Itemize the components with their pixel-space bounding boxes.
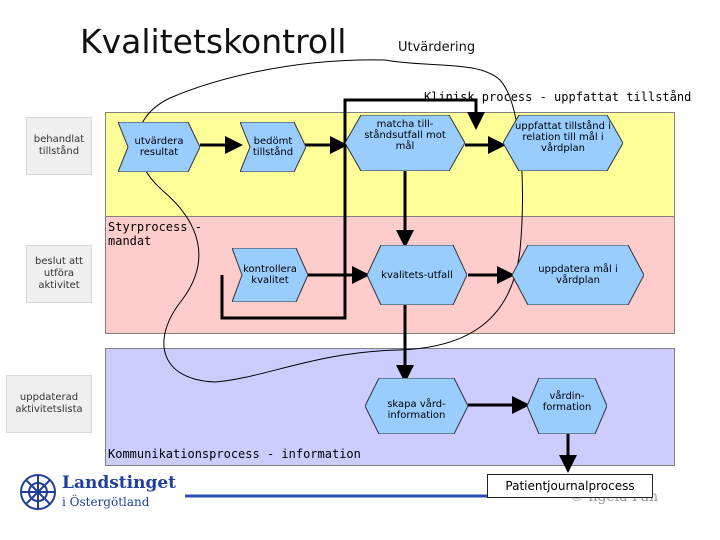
treated-state-box: behandlat tillstånd [26,117,92,175]
step-assessed-state: bedömt tillstånd [240,122,306,172]
patient-journal-box: Patientjournalprocess [487,474,653,498]
updated-list-box: uppdaterad aktivitetslista [6,375,92,433]
communication-process-label: Kommunikationsprocess - information [108,447,361,461]
step-create-info: skapa vård-information [365,378,468,434]
evaluation-label: Utvärdering [398,40,476,55]
step-check-quality: kontrollera kvalitet [232,248,308,302]
step-care-info: vårdin-formation [527,378,607,434]
step-perceived-state: uppfattat tillstånd i relation till mål … [503,115,623,171]
step-careinfo-label: vårdin-formation [542,391,592,413]
treated-state-label: behandlat tillstånd [33,134,85,157]
landstinget-logo-icon [18,472,58,512]
arrow-check-loop [220,98,485,320]
step-quality-outcome: kvalitets-utfall [367,245,467,305]
step-perceived-label: uppfattat tillstånd i relation till mål … [515,120,611,154]
step-outcome-label: kvalitets-utfall [381,269,453,281]
step-evaluate-label: utvärdera resultat [134,136,184,158]
step-update-label: uppdatera mål i vårdplan [538,264,618,286]
step-match-state: matcha till-ståndsutfall mot mål [345,115,465,171]
control-process-label: Styrprocess - mandat [108,220,202,248]
step-assessed-label: bedömt tillstånd [252,136,294,158]
step-check-label: kontrollera kvalitet [243,264,297,286]
evaluation-loop-outline [137,59,524,383]
updated-list-label: uppdaterad aktivitetslista [15,392,83,415]
step-evaluate-result: utvärdera resultat [118,122,200,172]
clinical-process-label: Klinisk process - uppfattat tillstånd [424,90,692,104]
decision-label: beslut att utföra aktivitet [35,256,83,291]
page-title: Kvalitetskontroll [80,22,347,61]
logo-main-text: Landstinget [62,473,177,493]
decision-box: beslut att utföra aktivitet [26,245,92,303]
step-update-goal: uppdatera mål i vårdplan [512,245,644,305]
step-create-label: skapa vård-information [387,399,446,421]
step-match-label: matcha till-ståndsutfall mot mål [364,118,446,152]
logo-sub-text: i Östergötland [62,495,150,509]
